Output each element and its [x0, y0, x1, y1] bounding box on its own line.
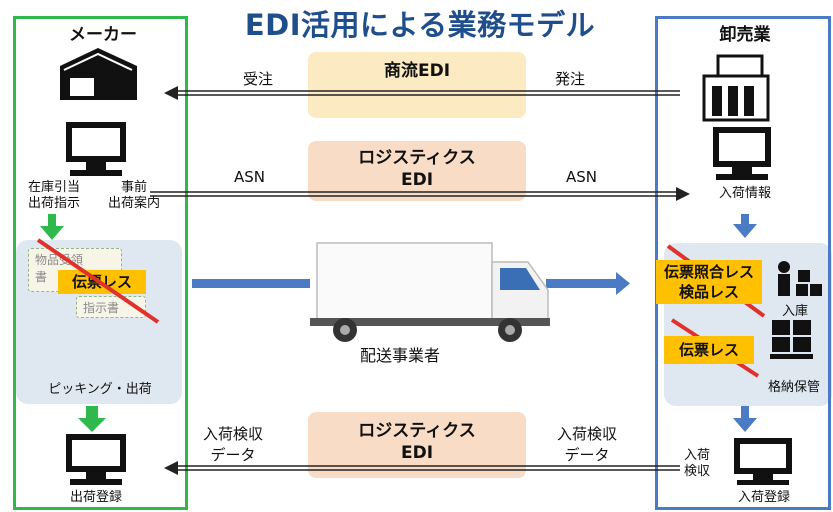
maker-panel [13, 16, 188, 510]
order-placed-label: 発注 [555, 70, 586, 88]
maker-computer-icon-top [66, 122, 126, 176]
delivery-bar-left [192, 279, 310, 288]
commerce-edi-box: 商流EDI [308, 52, 526, 118]
wholesaler-computer-icon-top [713, 127, 771, 180]
factory-icon [60, 48, 137, 100]
delivery-bar-right [546, 279, 616, 288]
delivery-arrowhead [616, 272, 630, 295]
storage-boxes-icon [770, 320, 813, 359]
maker-doc-label-1: 物品受領 [35, 253, 84, 267]
wholesaler-computer-icon-bottom [734, 438, 792, 485]
maker-doc-2: 指示書 [76, 296, 146, 318]
worker-icon [778, 261, 822, 296]
wholesaler-storage-label: 格納保管 [768, 380, 821, 395]
green-arrow-2 [78, 406, 106, 432]
maker-computer-icon-bottom [66, 434, 126, 485]
asn-right-label: ASN [566, 168, 598, 186]
wholesaler-receive-info-label: 入荷情報 [718, 186, 771, 201]
order-arrow [164, 86, 680, 100]
logistics-edi-box-2: ロジスティクス EDI [308, 412, 526, 478]
maker-advance-notice-label: 事前 出荷案内 [108, 180, 161, 211]
maker-picking-label: ピッキング・出荷 [48, 382, 152, 397]
wholesaler-title: 卸売業 [719, 25, 771, 45]
maker-paperless-stamp: 伝票レス [58, 270, 146, 294]
inspect-data-right-label: 入荷検収 データ [557, 425, 618, 464]
delivery-company-label: 配送事業者 [360, 346, 441, 365]
maker-title: メーカー [69, 25, 137, 45]
wholesaler-paperless-stamp: 伝票レス [664, 336, 754, 364]
maker-doc-label-2: 書 [35, 270, 48, 284]
logistics-edi-box: ロジスティクス EDI [308, 141, 526, 201]
page-title: EDI活用による業務モデル [244, 8, 596, 42]
wholesaler-register-label: 入荷登録 [737, 490, 790, 505]
green-arrow-1 [40, 214, 64, 240]
wholesaler-storage-in-label: 入庫 [782, 304, 809, 319]
warehouse-icon [702, 54, 770, 122]
maker-register-label: 出荷登録 [69, 490, 122, 505]
inspect-arrow [164, 461, 680, 475]
order-received-label: 受注 [243, 70, 274, 88]
blue-arrow-2 [733, 406, 757, 432]
wholesaler-inspect-label: 入荷 検収 [684, 448, 711, 479]
wholesaler-check-stamp: 伝票照合レス 検品レス [656, 260, 762, 304]
asn-left-label: ASN [234, 168, 266, 186]
truck-icon [310, 242, 550, 342]
asn-arrow [150, 187, 690, 201]
inspect-data-left-label: 入荷検収 データ [203, 425, 264, 464]
blue-arrow-1 [733, 214, 757, 238]
maker-allocation-label: 在庫引当 出荷指示 [28, 180, 81, 211]
